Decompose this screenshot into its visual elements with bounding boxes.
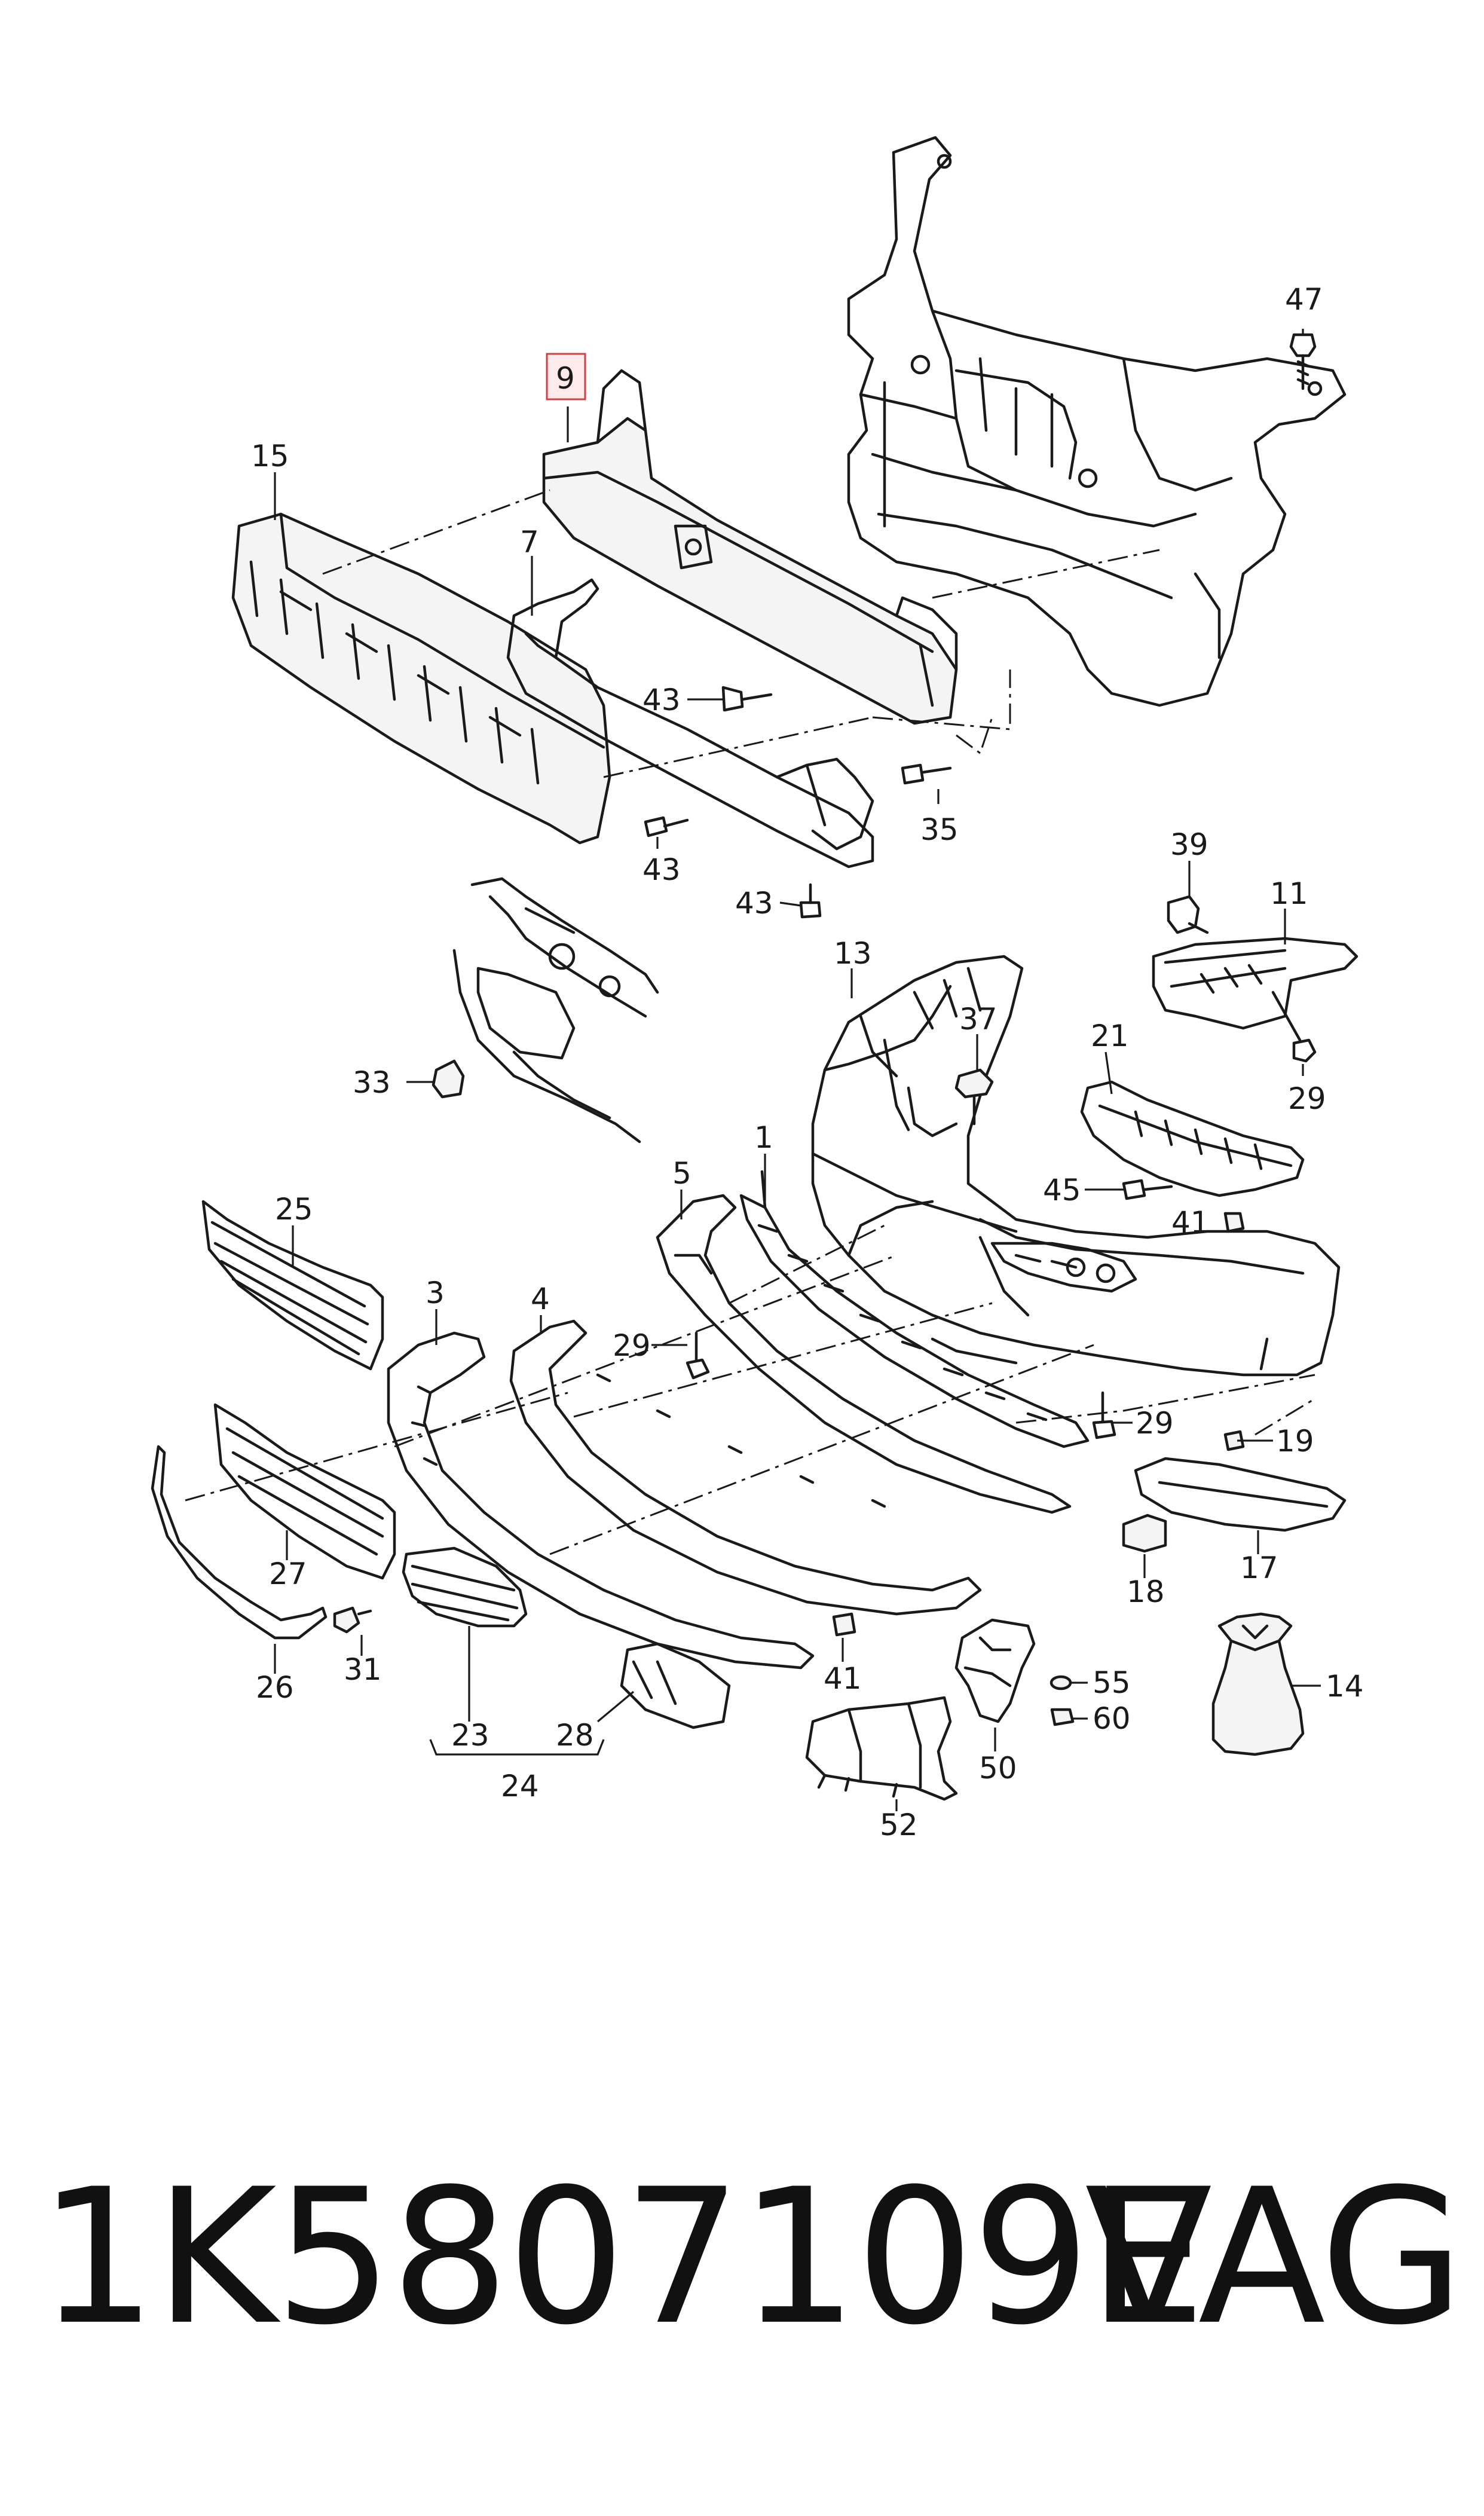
part-number: 1K5807109E: [38, 2148, 1206, 2366]
alignment-lines-lower: [185, 1224, 1315, 1555]
callout-26: 26: [256, 1670, 294, 1705]
part-26-strip: [151, 1445, 328, 1640]
callout-52: 52: [880, 1808, 918, 1842]
callout-labels: 47 9 15 7 43 43 35 43 39 11 13 33 37 29 …: [251, 282, 1364, 1842]
callout-19: 19: [1276, 1424, 1314, 1459]
callout-29b: 29: [613, 1328, 651, 1363]
part-4-moulding: [509, 1319, 982, 1616]
part-15-absorber: [231, 512, 611, 845]
callout-33: 33: [353, 1065, 391, 1100]
clip-41-lower: [832, 1612, 856, 1637]
clip-37: [954, 1068, 994, 1126]
part-50-bracket: [954, 1618, 1036, 1723]
callout-50: 50: [979, 1751, 1017, 1786]
part-7-bracket: [506, 578, 874, 869]
callout-11: 11: [1270, 876, 1308, 911]
callout-5: 5: [672, 1156, 691, 1191]
callout-25: 25: [275, 1192, 313, 1227]
part-23-grille: [402, 1546, 528, 1628]
callout-60: 60: [1093, 1701, 1131, 1736]
hardware-55-60: [1049, 1675, 1075, 1726]
part-17-strip: [1134, 1457, 1347, 1532]
callout-43a: 43: [642, 683, 681, 717]
callout-55: 55: [1093, 1665, 1131, 1700]
part-9-bracket: [542, 369, 958, 725]
screw-29-upper: [1271, 990, 1317, 1063]
callout-29c: 29: [1136, 1406, 1174, 1441]
callout-37: 37: [959, 1002, 998, 1037]
callout-7: 7: [520, 525, 539, 560]
callout-14: 14: [1326, 1669, 1364, 1704]
callout-28: 28: [556, 1718, 594, 1753]
callout-31: 31: [344, 1652, 382, 1687]
callout-35: 35: [920, 812, 959, 847]
part-52-duct: [805, 1696, 958, 1801]
callout-3: 3: [426, 1276, 445, 1310]
screw-45: [1122, 1179, 1173, 1200]
callout-17: 17: [1240, 1551, 1278, 1585]
callout-1: 1: [754, 1120, 773, 1155]
bolts-43: [644, 686, 952, 919]
plug-33: [432, 1059, 465, 1099]
upper-cover-pieces: [452, 877, 659, 1144]
part-1-strip: [739, 1170, 1090, 1448]
callout-27: 27: [269, 1557, 307, 1591]
clip-39: [1167, 895, 1209, 934]
screw-31: [333, 1606, 372, 1634]
clip-41-upper: [1223, 1212, 1245, 1233]
highlight-box-9: [546, 353, 586, 401]
callout-4: 4: [531, 1282, 550, 1316]
callout-41a: 41: [1171, 1205, 1210, 1240]
callout-29a: 29: [1288, 1081, 1326, 1116]
callout-9: 9: [556, 361, 575, 396]
callout-13: 13: [834, 936, 872, 971]
part-27-grille: [213, 1403, 396, 1580]
part-28-cover: [620, 1642, 731, 1729]
bolt-47: [1289, 333, 1317, 390]
part-21-bracket: [1080, 1080, 1305, 1197]
callout-18: 18: [1127, 1575, 1165, 1609]
part-11-bracket: [1152, 937, 1358, 1030]
screws-29-mid: [686, 1331, 1116, 1439]
alignment-lines-upper: [322, 489, 1160, 778]
part-14-bag: [1211, 1612, 1305, 1756]
callout-43c: 43: [735, 886, 773, 921]
callout-39: 39: [1170, 827, 1208, 862]
callout-45: 45: [1043, 1173, 1081, 1207]
part-3-trim: [387, 1331, 815, 1670]
callout-41b: 41: [824, 1661, 862, 1696]
lock-carrier: [847, 136, 1347, 707]
callout-15: 15: [251, 439, 289, 473]
callout-43b: 43: [642, 852, 681, 887]
clip-19: [1223, 1430, 1245, 1451]
leader-lines: [274, 329, 1321, 1811]
part-18-cap: [1122, 1514, 1167, 1553]
brand-name: VAG: [1085, 2148, 1464, 2366]
callout-47: 47: [1285, 282, 1323, 317]
part-5-moulding: [656, 1194, 1072, 1514]
callout-23: 23: [451, 1718, 489, 1753]
callout-24: 24: [501, 1769, 539, 1803]
part-25-grille: [201, 1200, 384, 1371]
callout-21: 21: [1091, 1019, 1129, 1053]
